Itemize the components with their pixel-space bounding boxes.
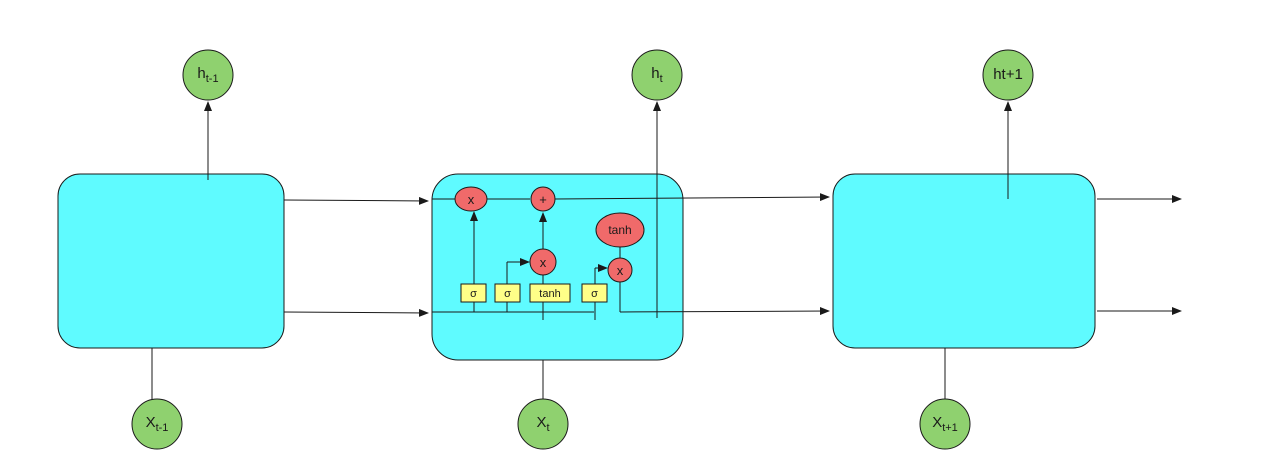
input-multiply-op: x [529, 248, 557, 276]
output-node-h-t-minus-1: ht-1 [182, 49, 234, 101]
input-multiply-label: x [540, 255, 547, 270]
output-gate-label: σ [591, 288, 598, 300]
svg-text:Xt+1: Xt+1 [932, 414, 958, 434]
forget-gate-label: σ [470, 288, 477, 300]
output-gate: σ [581, 283, 608, 303]
svg-text:ht+1: ht+1 [993, 66, 1023, 83]
svg-text:Xt-1: Xt-1 [146, 414, 169, 434]
add-label: + [539, 192, 547, 207]
output-tanh-op: tanh [595, 212, 645, 248]
forget-multiply-label: x [468, 192, 475, 207]
candidate-gate: tanh [529, 283, 571, 303]
svg-text:ht: ht [651, 65, 662, 85]
input-gate: σ [494, 283, 521, 303]
candidate-gate-label: tanh [539, 288, 560, 300]
svg-text:Xt: Xt [536, 414, 549, 434]
add-op: + [530, 186, 556, 212]
output-multiply-op: x [607, 257, 633, 283]
forget-multiply-op: x [454, 186, 488, 212]
internal-wiring [470, 211, 621, 320]
input-node-x-t-plus-1: Xt+1 [919, 398, 971, 450]
svg-text:ht-1: ht-1 [197, 65, 218, 85]
output-node-h-t: ht [631, 49, 683, 101]
cell-state-connections [283, 193, 1182, 317]
input-gate-label: σ [504, 288, 511, 300]
input-node-x-t-minus-1: Xt-1 [131, 398, 183, 450]
lstm-cell-previous [57, 173, 285, 349]
forget-gate: σ [460, 283, 487, 303]
io-connections [151, 101, 1012, 400]
output-multiply-label: x [617, 263, 624, 278]
output-node-h-t-plus-1: ht+1 [982, 49, 1034, 101]
output-tanh-label: tanh [608, 223, 631, 237]
input-node-x-t: Xt [517, 398, 569, 450]
lstm-cell-next [832, 173, 1096, 349]
